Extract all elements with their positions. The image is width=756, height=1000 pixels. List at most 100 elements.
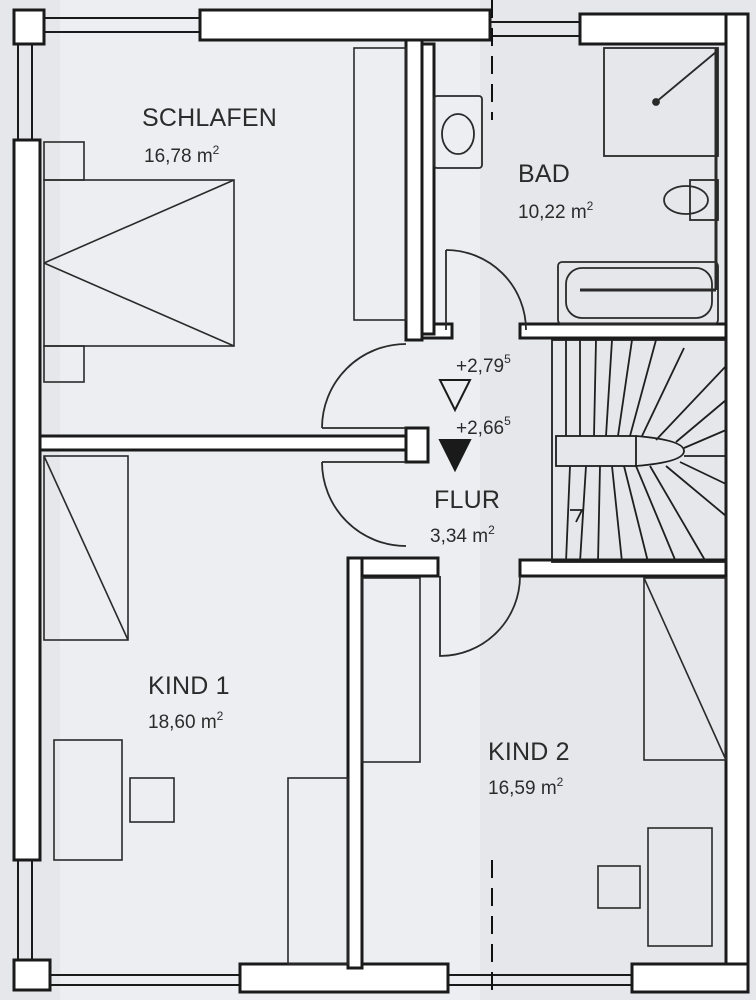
step-19	[579, 465, 587, 563]
room-name-flur: FLUR	[434, 486, 500, 514]
room-area-kind2-sup: 2	[557, 775, 564, 789]
room-area-bad-value: 10,22 m	[518, 202, 587, 223]
walls	[12, 8, 750, 994]
room-area-schlafen: 16,78 m2	[144, 143, 220, 167]
toilet-cistern	[689, 179, 719, 221]
step-03	[593, 339, 597, 437]
room-name-kind1: KIND 1	[148, 672, 230, 700]
room-name-kind2: KIND 2	[488, 738, 570, 766]
room-area-kind2-value: 16,59 m	[488, 778, 557, 799]
windows	[17, 17, 632, 986]
level-label-upper: +2,795	[456, 352, 511, 377]
schlafen-furniture	[43, 47, 407, 383]
step-07	[641, 347, 685, 437]
room-name-bad: BAD	[518, 160, 570, 188]
chair-kind2	[597, 865, 641, 909]
bed-kind1	[43, 455, 129, 641]
toilet-bowl	[663, 185, 709, 215]
room-area-schlafen-value: 16,78 m	[144, 146, 213, 167]
wall-schlafen-bad	[404, 38, 424, 342]
level-triangle-lower	[438, 439, 472, 473]
room-area-kind1-value: 18,60 m	[148, 712, 217, 733]
corner-top-left	[12, 8, 46, 46]
room-area-kind2: 16,59 m2	[488, 775, 564, 799]
step-20	[565, 465, 571, 563]
step-18	[597, 465, 601, 563]
wardrobe-kind2	[361, 577, 421, 763]
step-14	[649, 465, 707, 563]
wall-bad-left	[420, 42, 436, 336]
wardrobe-kind1	[287, 777, 349, 965]
wall-schlafen-kind1	[38, 434, 418, 452]
room-area-flur-sup: 2	[488, 523, 495, 537]
doors	[321, 249, 527, 657]
step-16	[623, 465, 649, 563]
bathtub	[557, 261, 719, 325]
sink-counter	[433, 95, 483, 169]
level-lower-sup: 5	[504, 414, 511, 428]
door-swing-kind1	[321, 461, 407, 547]
step-17	[611, 465, 623, 563]
level-label-lower: +2,665	[456, 414, 511, 439]
wall-kind2-top	[518, 558, 728, 578]
outer-wall-bottom	[238, 962, 450, 994]
step-06	[629, 339, 657, 437]
outer-wall-right	[724, 12, 750, 992]
bed-kind2-diagonal	[643, 577, 727, 761]
kind1-furniture	[43, 455, 349, 965]
outer-wall-top	[198, 8, 492, 42]
shower-head	[652, 98, 660, 106]
step-10	[683, 429, 727, 449]
door-swing-bad	[445, 249, 527, 331]
stair-outline	[551, 339, 727, 563]
stair-curve	[635, 435, 685, 467]
sink-basin	[441, 113, 475, 155]
desk-kind2	[647, 827, 713, 947]
door-swing-schlafen	[321, 343, 407, 429]
level-upper-sup: 5	[504, 352, 511, 366]
corner-bottom-left	[12, 958, 52, 992]
room-area-flur-value: 3,34 m	[430, 526, 488, 547]
step-04	[605, 339, 613, 437]
shower-tray	[603, 47, 719, 157]
level-markers	[438, 379, 472, 473]
nightstand-bottom	[43, 345, 85, 383]
outer-wall-top-right	[578, 12, 742, 46]
chair-kind1	[129, 777, 175, 823]
kind2-furniture	[361, 577, 727, 947]
level-triangle-upper	[438, 379, 472, 413]
room-name-schlafen: SCHLAFEN	[142, 104, 277, 132]
room-area-kind1-sup: 2	[217, 709, 224, 723]
wall-pier-flur	[404, 426, 430, 464]
room-area-bad: 10,22 m2	[518, 199, 594, 223]
bathtub-inner	[565, 267, 713, 319]
wardrobe-schlafen	[353, 47, 407, 321]
step-08	[655, 365, 727, 441]
outer-wall-left	[12, 138, 42, 862]
step-13	[665, 465, 727, 517]
nightstand-top	[43, 141, 85, 181]
desk-kind1	[53, 739, 123, 861]
wall-bad-bottom	[518, 322, 728, 340]
shower-hose	[655, 51, 717, 103]
step-05	[617, 339, 633, 437]
room-area-bad-sup: 2	[587, 199, 594, 213]
room-area-kind1: 18,60 m2	[148, 709, 224, 733]
bed-kind1-diagonal	[43, 455, 129, 641]
bed-kind2	[643, 577, 727, 761]
step-09	[675, 399, 727, 443]
stair-direction-arrow	[570, 509, 584, 523]
stair-landing	[555, 435, 637, 467]
step-12	[679, 461, 727, 485]
level-lower-value: +2,66	[456, 418, 504, 439]
door-swing-kind2	[439, 575, 521, 657]
room-area-schlafen-sup: 2	[213, 143, 220, 157]
step-15	[635, 465, 677, 563]
bed-diagonal-1	[43, 179, 235, 264]
room-area-flur: 3,34 m2	[430, 523, 495, 547]
outer-wall-bottom-right	[630, 962, 750, 994]
bed-diagonal-2	[43, 262, 235, 347]
bad-fixtures	[433, 47, 719, 325]
level-upper-value: +2,79	[456, 356, 504, 377]
